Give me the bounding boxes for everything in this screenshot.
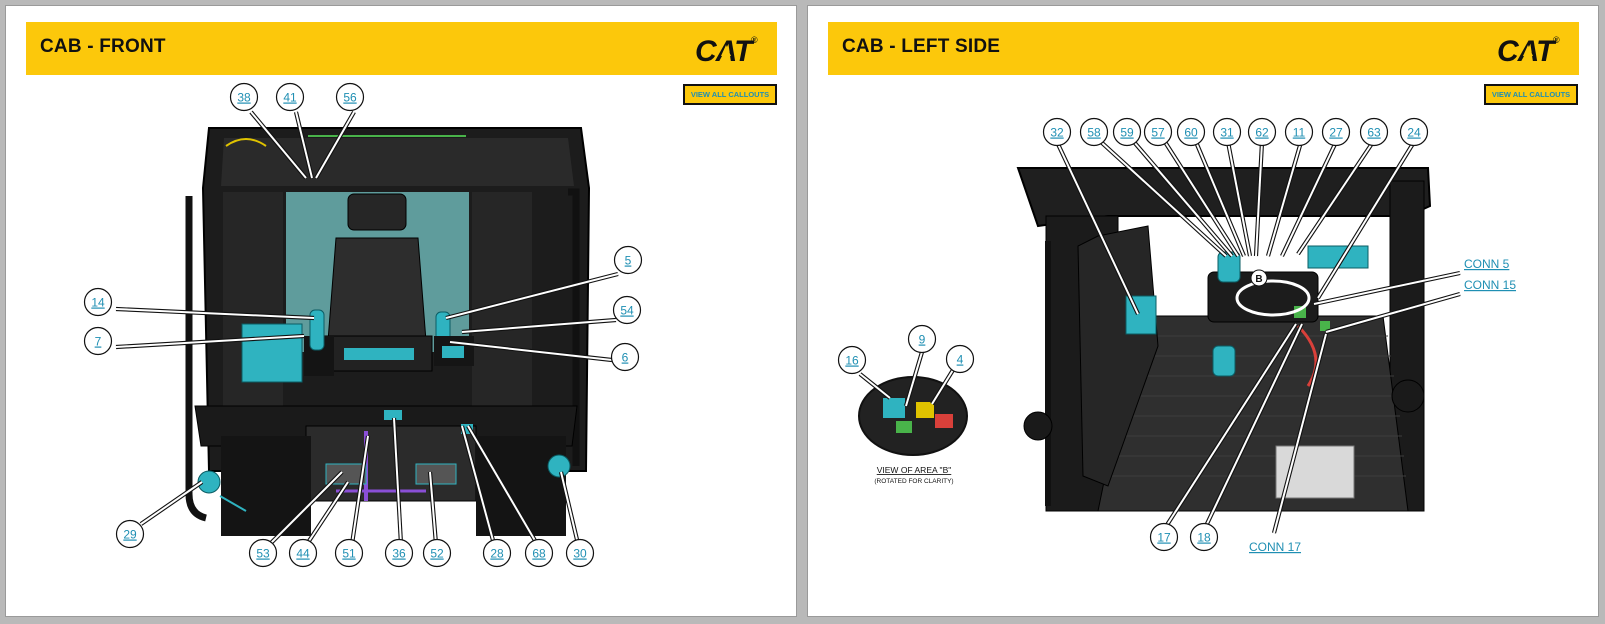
callout-18[interactable]: 18 [1189, 522, 1219, 552]
callout-29[interactable]: 29 [115, 519, 145, 549]
svg-text:18: 18 [1197, 531, 1211, 545]
operator-seat [323, 193, 433, 372]
svg-text:36: 36 [392, 547, 406, 561]
callout-59[interactable]: 59 [1112, 117, 1142, 147]
view-all-callouts-button[interactable]: VIEW ALL CALLOUTS [1484, 84, 1578, 105]
registered-mark: ® [751, 35, 758, 45]
svg-text:16: 16 [845, 354, 859, 368]
view-all-callouts-button[interactable]: VIEW ALL CALLOUTS [683, 84, 777, 105]
cab-frame [1016, 167, 1432, 512]
callout-38[interactable]: 38 [229, 82, 259, 112]
inset-caption: VIEW OF AREA "B" [877, 465, 952, 475]
svg-text:32: 32 [1050, 126, 1064, 140]
svg-text:57: 57 [1151, 126, 1165, 140]
svg-text:54: 54 [620, 304, 634, 318]
callout-9[interactable]: 9 [907, 324, 937, 354]
inset-subcaption: (ROTATED FOR CLARITY) [874, 478, 953, 485]
cab-front-illustration: 38 41 56 5 14 54 7 6 29 53 44 51 36 52 2… [83, 82, 643, 568]
header-bar: CAB - LEFT SIDE CAT ® [828, 22, 1579, 75]
operator-seat [1077, 225, 1159, 487]
svg-text:62: 62 [1255, 126, 1269, 140]
svg-text:7: 7 [95, 335, 102, 349]
svg-text:38: 38 [237, 91, 251, 105]
svg-text:9: 9 [919, 333, 926, 347]
leader-lines [115, 110, 619, 546]
callout-5[interactable]: 5 [613, 245, 643, 275]
svg-text:14: 14 [91, 296, 105, 310]
callout-52[interactable]: 52 [422, 538, 452, 568]
callout-62[interactable]: 62 [1247, 117, 1277, 147]
callout-28[interactable]: 28 [482, 538, 512, 568]
cab-left-side-illustration: B VIEW OF AREA "B" (ROTATED FOR CLARITY) [837, 117, 1516, 554]
svg-text:30: 30 [573, 547, 587, 561]
callout-68[interactable]: 68 [524, 538, 554, 568]
svg-text:63: 63 [1367, 126, 1381, 140]
callout-7[interactable]: 7 [83, 326, 113, 356]
svg-text:51: 51 [342, 547, 356, 561]
svg-text:6: 6 [622, 351, 629, 365]
svg-text:28: 28 [490, 547, 504, 561]
area-b-marker: B [1235, 269, 1311, 317]
svg-text:27: 27 [1329, 126, 1343, 140]
callout-27[interactable]: 27 [1321, 117, 1351, 147]
conn-5-link[interactable]: CONN 5 [1464, 257, 1510, 271]
svg-text:58: 58 [1087, 126, 1101, 140]
registered-mark: ® [1553, 35, 1560, 45]
svg-text:52: 52 [430, 547, 444, 561]
svg-text:B: B [1255, 274, 1262, 285]
callout-60[interactable]: 60 [1176, 117, 1206, 147]
cat-logo: CAT ® [695, 35, 758, 67]
callout-11[interactable]: 11 [1284, 117, 1314, 147]
panel-cab-front: CAB - FRONT CAT ® VIEW ALL CALLOUTS [5, 5, 797, 617]
callout-58[interactable]: 58 [1079, 117, 1109, 147]
callout-17[interactable]: 17 [1149, 522, 1179, 552]
callout-30[interactable]: 30 [565, 538, 595, 568]
svg-text:31: 31 [1220, 126, 1234, 140]
page-title: CAB - FRONT [40, 36, 166, 57]
svg-text:68: 68 [532, 547, 546, 561]
conn-15-link[interactable]: CONN 15 [1464, 278, 1516, 292]
svg-text:41: 41 [283, 91, 297, 105]
svg-text:29: 29 [123, 528, 137, 542]
callout-44[interactable]: 44 [288, 538, 318, 568]
svg-text:24: 24 [1407, 126, 1421, 140]
cat-logo: CAT ® [1497, 35, 1560, 67]
svg-text:44: 44 [296, 547, 310, 561]
callout-57[interactable]: 57 [1143, 117, 1173, 147]
svg-text:59: 59 [1120, 126, 1134, 140]
callout-36[interactable]: 36 [384, 538, 414, 568]
svg-text:17: 17 [1157, 531, 1171, 545]
page-title: CAB - LEFT SIDE [842, 36, 1001, 57]
callout-31[interactable]: 31 [1212, 117, 1242, 147]
header-bar: CAB - FRONT CAT ® [26, 22, 777, 75]
area-b-inset: VIEW OF AREA "B" (ROTATED FOR CLARITY) [858, 376, 968, 485]
svg-text:56: 56 [343, 91, 357, 105]
callout-6[interactable]: 6 [610, 342, 640, 372]
callout-32[interactable]: 32 [1042, 117, 1072, 147]
conn-17-link[interactable]: CONN 17 [1249, 540, 1301, 554]
callout-14[interactable]: 14 [83, 287, 113, 317]
callout-4[interactable]: 4 [945, 344, 975, 374]
callout-16[interactable]: 16 [837, 345, 867, 375]
svg-text:11: 11 [1293, 126, 1306, 140]
callout-53[interactable]: 53 [248, 538, 278, 568]
leader-lines [858, 140, 1461, 534]
svg-text:60: 60 [1184, 126, 1198, 140]
callout-41[interactable]: 41 [275, 82, 305, 112]
svg-text:4: 4 [957, 353, 964, 367]
callout-56[interactable]: 56 [335, 82, 365, 112]
panel-cab-left-side: CAB - LEFT SIDE CAT ® VIEW ALL CALLOUTS [807, 5, 1599, 617]
callout-24[interactable]: 24 [1399, 117, 1429, 147]
svg-text:5: 5 [625, 254, 632, 268]
callout-51[interactable]: 51 [334, 538, 364, 568]
svg-text:53: 53 [256, 547, 270, 561]
callout-54[interactable]: 54 [612, 295, 642, 325]
callout-63[interactable]: 63 [1359, 117, 1389, 147]
